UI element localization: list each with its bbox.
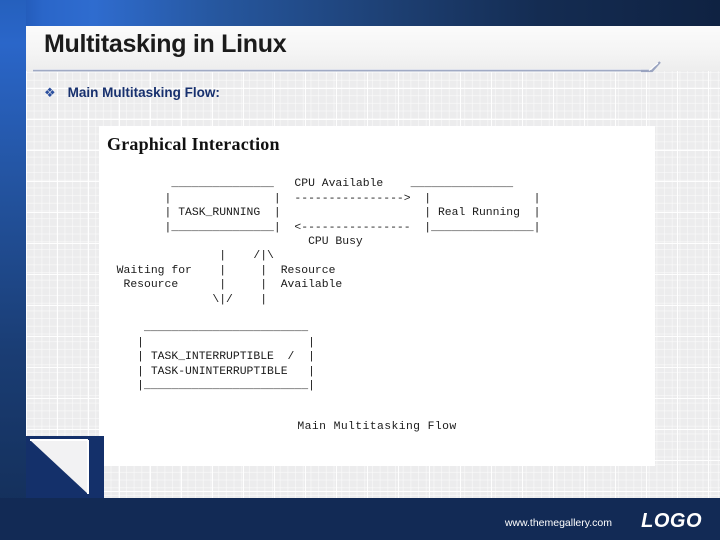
footer-logo: LOGO [641, 510, 702, 532]
ascii-state-diagram: _______________ CPU Available __________… [116, 178, 541, 393]
content-panel: Graphical Interaction _______________ CP… [99, 126, 655, 466]
left-gradient-rail [0, 0, 26, 540]
top-gradient-band [0, 0, 720, 26]
corner-fold-decoration [26, 436, 104, 498]
footer-url[interactable]: www.themegallery.com [504, 517, 612, 529]
title-divider [33, 69, 649, 72]
title-plate [26, 26, 720, 71]
divider-swoosh-icon [640, 60, 662, 73]
bullet-label: Main Multitasking Flow: [67, 85, 220, 100]
bullet-row: ❖ Main Multitasking Flow: [44, 85, 220, 100]
diamond-bullet-icon: ❖ [44, 85, 56, 100]
page-title: Multitasking in Linux [44, 30, 287, 58]
panel-heading: Graphical Interaction [107, 134, 280, 154]
footer-band [0, 498, 720, 540]
panel-caption: Main Multitasking Flow [297, 421, 457, 433]
